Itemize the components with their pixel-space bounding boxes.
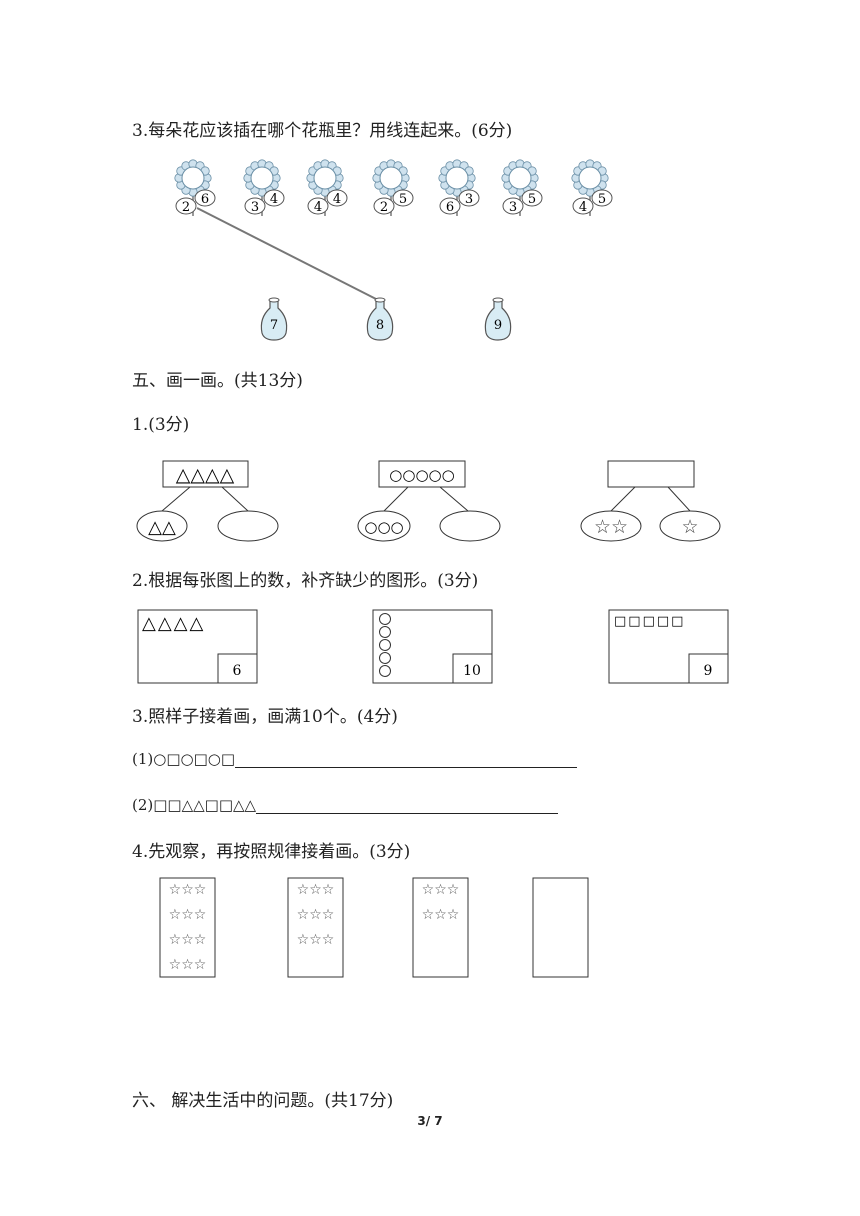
circle-column xyxy=(379,613,391,677)
count-box-1[interactable]: △△△△ 6 xyxy=(137,609,258,684)
vase-number: 9 xyxy=(494,318,502,333)
flower-2[interactable]: 34 xyxy=(243,159,285,216)
section5-p2-title: 2.根据每张图上的数，补齐缺少的图形。(3分) xyxy=(132,571,479,591)
flower-leaf-number: 6 xyxy=(201,192,209,207)
flower-3[interactable]: 44 xyxy=(306,159,348,216)
star-row: ☆☆☆ xyxy=(297,882,335,898)
flower-leaf-number: 3 xyxy=(465,192,473,207)
vase-number: 8 xyxy=(376,318,384,333)
star-row: ☆☆☆ xyxy=(169,907,207,923)
star-card-4[interactable] xyxy=(532,877,589,978)
section5-p1-title: 1.(3分) xyxy=(132,415,190,435)
flower-leaf-number: 5 xyxy=(598,192,606,207)
flower-leaf-number: 5 xyxy=(528,192,536,207)
star-row: ☆☆☆ xyxy=(422,907,460,923)
count-box-3-shapes: □□□□□ xyxy=(614,614,685,629)
q3-title: 3.每朵花应该插在哪个花瓶里？用线连起来。(6分) xyxy=(132,121,513,141)
pattern-row-1-sample: (1)○□○□○□ xyxy=(132,750,236,768)
split3-left: ☆☆ xyxy=(594,516,628,538)
count-box-2[interactable]: ○○○○○ 10 xyxy=(0,608,493,684)
vase-1[interactable]: 7 xyxy=(260,297,288,341)
flower-leaf-number: 3 xyxy=(509,200,517,215)
flower-leaf-number: 4 xyxy=(333,192,341,207)
count-box-3[interactable]: □□□□□ 9 xyxy=(608,609,729,684)
pattern-row-1-blank[interactable] xyxy=(235,749,578,768)
flower-1[interactable]: 26 xyxy=(174,159,216,216)
vase-2[interactable]: 8 xyxy=(366,297,394,341)
count-box-1-number: 6 xyxy=(233,663,242,679)
pattern-row-1: (1)○□○□○□ xyxy=(132,749,578,768)
star-row: ☆☆☆ xyxy=(169,882,207,898)
section6-title: 六、 解决生活中的问题。(共17分) xyxy=(132,1091,394,1111)
flower-leaf-number: 4 xyxy=(579,200,587,215)
flower-leaf-number: 4 xyxy=(314,200,322,215)
split3-right: ☆ xyxy=(681,516,698,538)
flower-leaf-number: 2 xyxy=(182,200,190,215)
star-cards: ☆☆☆ ☆☆☆ ☆☆☆ ☆☆☆ ☆☆☆ ☆☆☆ ☆☆☆ ☆☆☆ ☆☆☆ xyxy=(159,877,589,978)
flower-leaf-number: 4 xyxy=(270,192,278,207)
flower-5[interactable]: 63 xyxy=(438,159,480,216)
flower-4[interactable]: 25 xyxy=(372,159,414,216)
star-card-2: ☆☆☆ ☆☆☆ ☆☆☆ xyxy=(287,877,344,978)
flower-leaf-number: 6 xyxy=(446,200,454,215)
section5-p4-title: 4.先观察，再按照规律接着画。(3分) xyxy=(132,842,411,862)
pattern-row-2-blank[interactable] xyxy=(256,795,559,814)
flower-leaf-number: 2 xyxy=(380,200,388,215)
flower-6[interactable]: 35 xyxy=(501,159,543,216)
star-card-3: ☆☆☆ ☆☆☆ xyxy=(412,877,469,978)
vase-number: 7 xyxy=(270,318,278,333)
star-row: ☆☆☆ xyxy=(422,882,460,898)
flower-leaf-number: 3 xyxy=(251,200,259,215)
split2-top: ○○○○○ xyxy=(389,466,454,484)
flower-7[interactable]: 45 xyxy=(571,159,613,216)
section5-title: 五、画一画。(共13分) xyxy=(132,371,303,391)
count-box-3-number: 9 xyxy=(704,663,713,679)
count-box-1-shapes: △△△△ xyxy=(142,613,205,634)
star-row: ☆☆☆ xyxy=(297,932,335,948)
split-diagram-3: ☆☆ ☆ xyxy=(580,460,721,542)
pattern-row-2-sample: (2)□□△△□□△△ xyxy=(132,796,257,814)
split-diagrams: △△△△ △△ ○○○○○ ○○○ ☆☆ ☆ xyxy=(136,460,721,542)
star-card-1: ☆☆☆ ☆☆☆ ☆☆☆ ☆☆☆ xyxy=(159,877,216,978)
split-diagram-1: △△△△ △△ xyxy=(136,460,279,542)
split1-left: △△ xyxy=(148,517,176,538)
star-row: ☆☆☆ xyxy=(297,907,335,923)
count-box-2-shapes: ○○○○○ xyxy=(0,608,4,609)
count-box-2-number: 10 xyxy=(463,663,481,679)
split1-top: △△△△ xyxy=(176,464,235,486)
connecting-line xyxy=(196,207,379,301)
pattern-row-2: (2)□□△△□□△△ xyxy=(132,795,559,814)
flower-leaf-number: 5 xyxy=(399,192,407,207)
star-row: ☆☆☆ xyxy=(169,932,207,948)
split-diagram-2: ○○○○○ ○○○ xyxy=(357,460,501,542)
count-boxes: △△△△ 6 ○○○○○ 10 □□□□□ 9 xyxy=(0,608,729,684)
section5-p3-title: 3.照样子接着画，画满10个。(4分) xyxy=(132,707,398,727)
vase-3[interactable]: 9 xyxy=(484,297,512,341)
page-number: 3/ 7 xyxy=(417,1114,443,1128)
star-row: ☆☆☆ xyxy=(169,957,207,973)
split2-left: ○○○ xyxy=(364,518,403,536)
